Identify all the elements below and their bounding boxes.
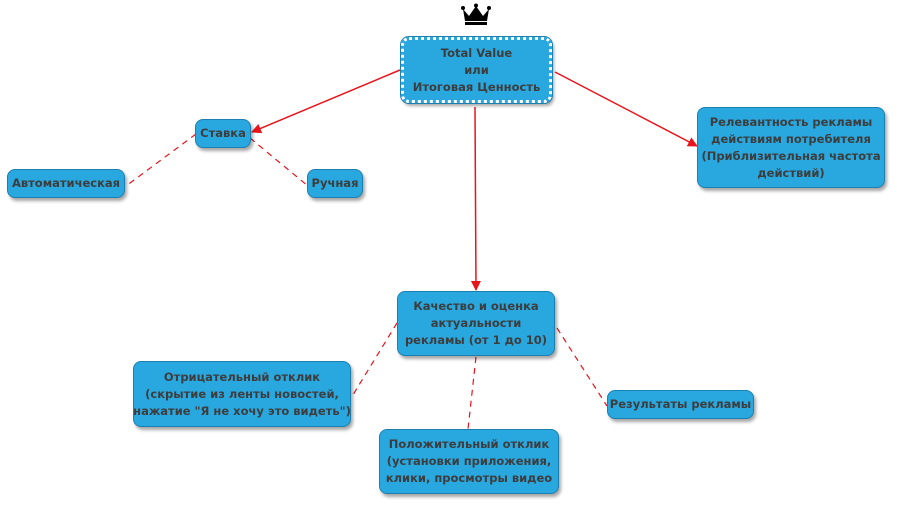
node-quality[interactable]: Качество и оценка актуальности рекламы (от… (397, 291, 555, 356)
edge-bid-to-automatic (125, 133, 197, 187)
node-text-line: Релевантность рекламы (709, 114, 873, 129)
node-text-line: (скрытие из ленты новостей, (145, 386, 339, 401)
node-text-line: нажатие "Я не хочу это видеть") (133, 403, 351, 418)
edge-quality-to-results (556, 327, 608, 407)
node-text-line: актуальности (430, 316, 522, 330)
node-text-line: рекламы (от 1 до 10) (404, 333, 548, 347)
node-text-line: клики, просмотры видео (385, 471, 553, 485)
node-bid[interactable]: Ставка (195, 119, 251, 148)
node-text-line: Ставка (200, 126, 246, 140)
node-relevance[interactable]: Релевантность рекламы действиям потребите… (697, 107, 885, 188)
node-text-line: (Приблизительная частота (701, 148, 881, 163)
node-text-line: Отрицательный отклик (163, 369, 321, 384)
node-negative-feedback[interactable]: Отрицательный отклик (скрытие из ленты но… (133, 361, 351, 427)
node-text-line: действиям потребителя (711, 131, 871, 146)
edge-bid-to-manual (249, 137, 309, 187)
node-text-line: Качество и оценка (413, 299, 539, 313)
edge-quality-to-positive (467, 356, 477, 430)
node-text-line: Результаты рекламы (609, 397, 752, 411)
node-text-line: действий) (757, 165, 825, 180)
node-ad-results[interactable]: Результаты рекламы (607, 390, 754, 419)
node-manual[interactable]: Ручная (307, 169, 363, 198)
edge-root-to-quality (470, 106, 481, 291)
crown-icon (461, 3, 491, 25)
node-text-line: Положительный отклик (388, 437, 550, 451)
edge-quality-to-negative (350, 322, 398, 399)
edge-root-to-relevance (554, 71, 698, 147)
node-positive-feedback[interactable]: Положительный отклик (установки приложени… (379, 429, 559, 494)
edge-root-to-bid (251, 69, 401, 134)
node-automatic[interactable]: Автоматическая (7, 169, 125, 198)
node-text-line: Итоговая Ценность (412, 79, 541, 94)
node-text-line: или (464, 62, 489, 77)
node-text-line: Total Value (440, 45, 513, 60)
node-text-line: Ручная (311, 176, 359, 190)
node-text-line: Автоматическая (11, 176, 121, 190)
node-text-line: (установки приложения, (386, 454, 552, 468)
